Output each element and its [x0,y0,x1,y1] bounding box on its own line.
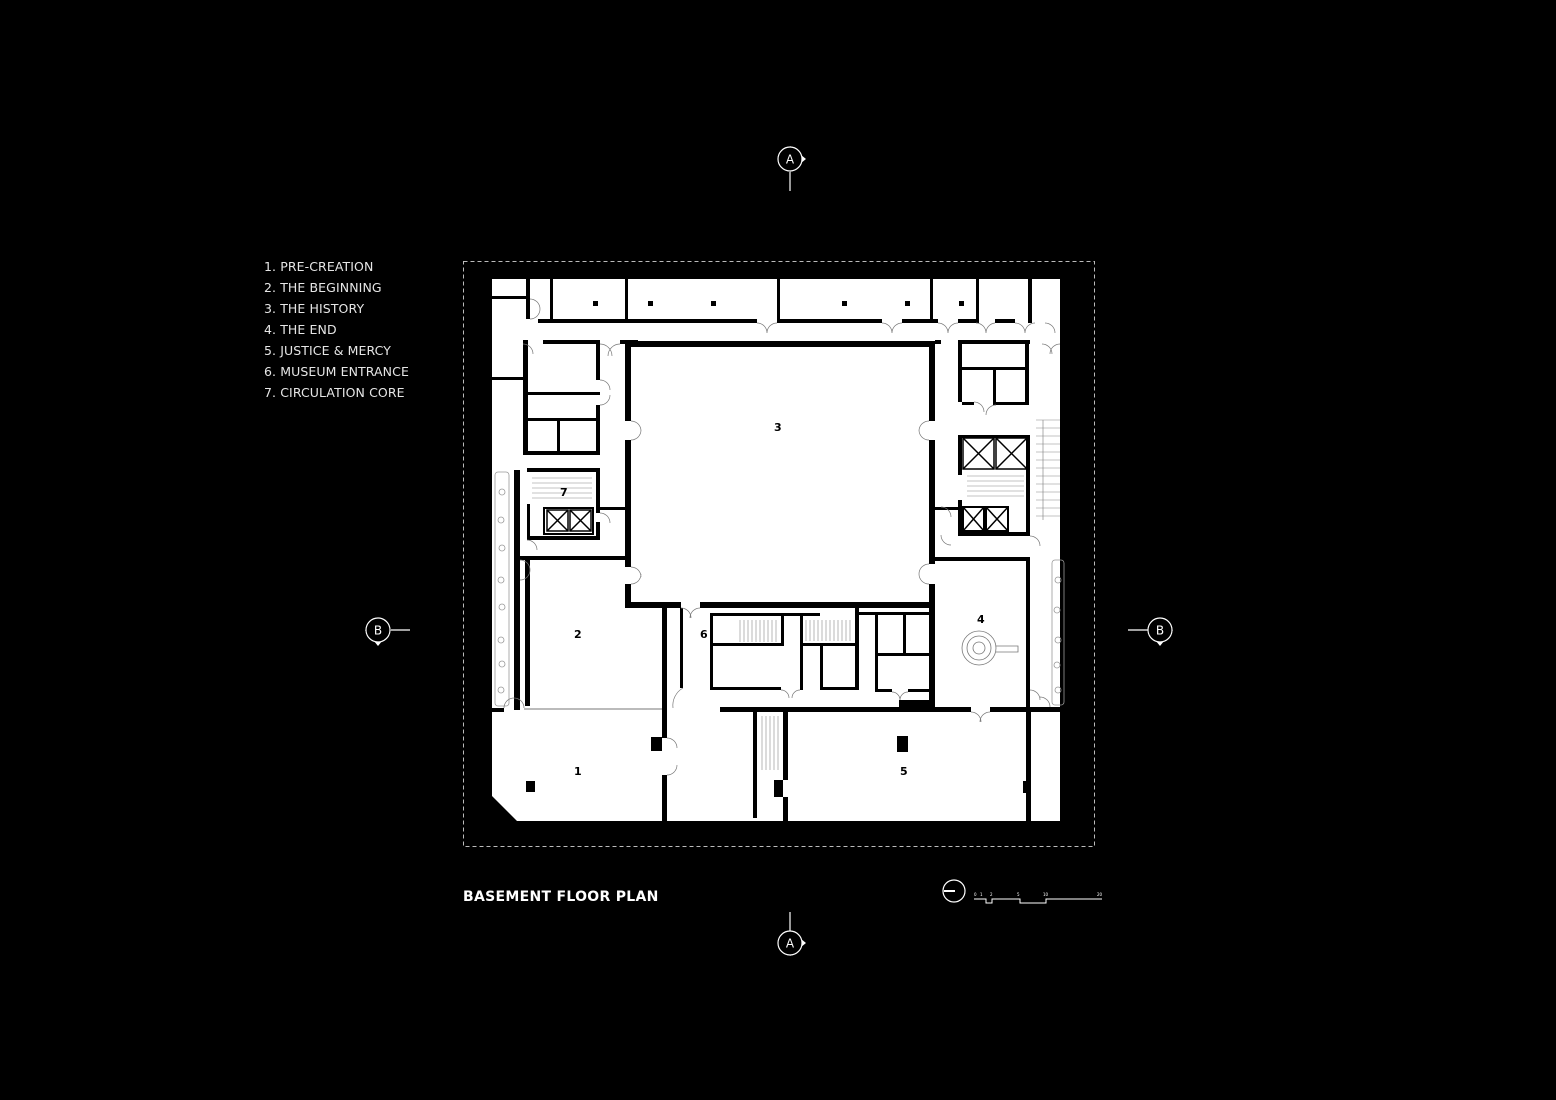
circular-feature [961,630,1019,666]
section-marker-a-bottom: A [777,912,806,956]
scale-label-5: 5 [1017,892,1020,897]
section-marker-b-right: B [1128,617,1173,646]
room-legend: 1. PRE-CREATION 2. THE BEGINNING 3. THE … [264,256,409,403]
section-marker-a-top-label: A [786,153,795,167]
room-label-4: 4 [977,613,985,626]
section-marker-b-left-label: B [374,624,382,638]
elevators [546,437,1028,532]
scale-label-1: 1 [980,892,983,897]
scale-label-2: 2 [990,892,993,897]
scale-label-10: 10 [1043,892,1049,897]
floor-slab [492,279,1066,821]
section-marker-a-top: A [777,146,806,191]
room-label-2: 2 [574,628,582,641]
section-marker-b-left: B [365,617,410,646]
room-label-6: 6 [700,628,708,641]
legend-item-the-history: 3. THE HISTORY [264,301,365,316]
room-label-7: 7 [560,486,568,499]
legend-item-justice-mercy: 5. JUSTICE & MERCY [264,343,392,358]
room-label-5: 5 [900,765,908,778]
section-marker-b-right-label: B [1156,624,1164,638]
legend-item-the-beginning: 2. THE BEGINNING [264,280,382,295]
stairs [532,419,1060,770]
planters [494,471,1065,707]
legend-item-museum-entrance: 6. MUSEUM ENTRANCE [264,364,409,379]
legend-item-the-end: 4. THE END [264,322,337,337]
room-labels: 1 2 3 4 5 6 7 [560,421,985,778]
section-marker-a-bottom-label: A [786,937,795,951]
legend-item-circulation-core: 7. CIRCULATION CORE [264,385,405,400]
scale-bar: 0 1 2 5 10 20 [974,892,1103,904]
legend-item-pre-creation: 1. PRE-CREATION [264,259,374,274]
scale-label-0: 0 [974,892,977,897]
walls [492,279,1066,821]
room-label-3: 3 [774,421,782,434]
room-label-1: 1 [574,765,582,778]
plan-title: BASEMENT FLOOR PLAN [463,889,659,905]
columns [593,301,964,306]
north-arrow-icon [942,879,966,903]
scale-label-20: 20 [1097,892,1103,897]
doors [503,298,1061,776]
site-boundary [463,261,1095,847]
